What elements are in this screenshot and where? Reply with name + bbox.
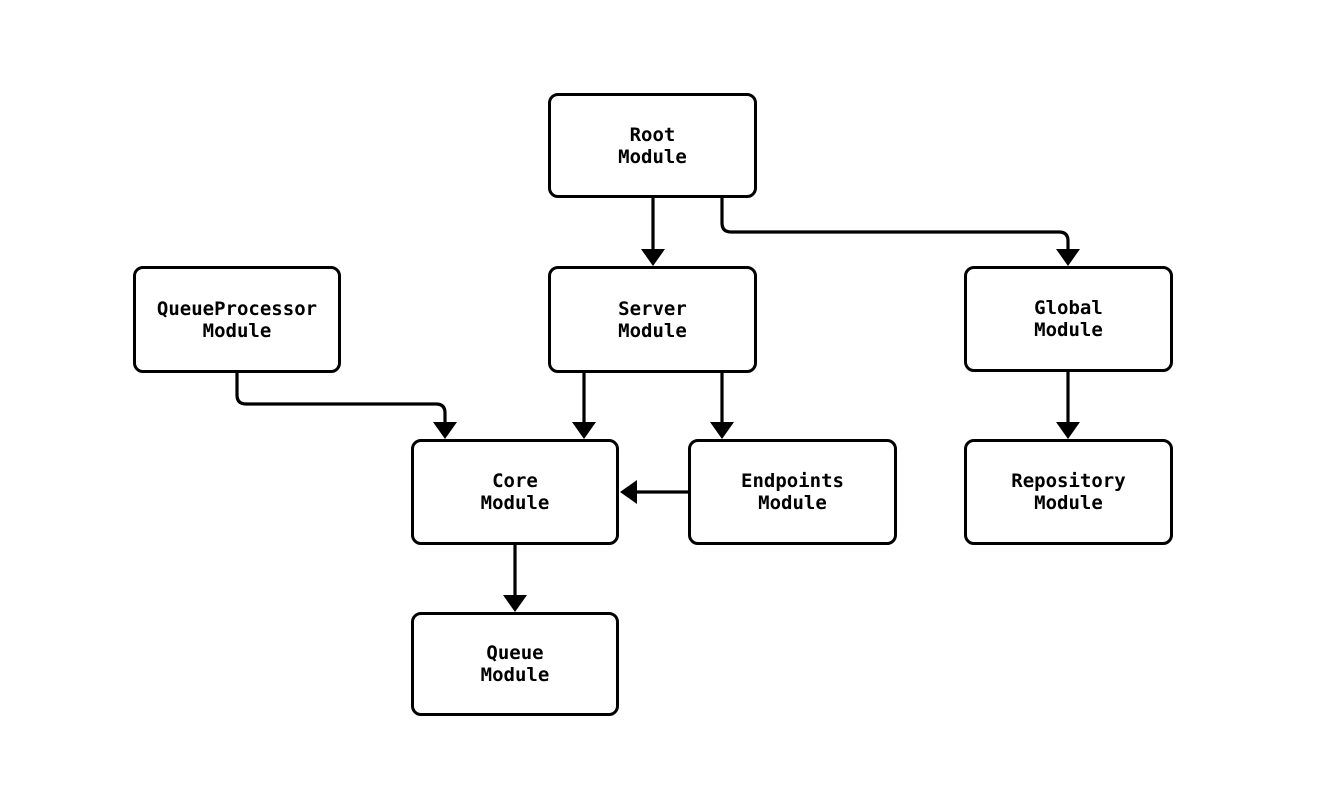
edge-root-to-global <box>720 198 1070 251</box>
node-queueprocessor: QueueProcessor Module <box>133 266 341 373</box>
node-global: Global Module <box>964 266 1173 372</box>
node-server: Server Module <box>548 266 757 373</box>
node-endpoints: Endpoints Module <box>688 439 897 545</box>
node-label-queue: Queue Module <box>480 642 550 686</box>
node-label-queueprocessor: QueueProcessor Module <box>156 297 318 342</box>
node-core: Core Module <box>411 439 619 545</box>
arrowhead-core-to-queue <box>503 595 527 612</box>
node-label-global: Global Module <box>1034 297 1103 341</box>
arrowhead-queueprocessor-to-core <box>433 422 457 439</box>
edge-queueprocessor-to-core <box>235 373 447 424</box>
arrowhead-server-to-endpoints <box>710 422 734 439</box>
node-label-core: Core Module <box>480 470 550 514</box>
arrowhead-root-to-server <box>641 249 665 266</box>
node-repository: Repository Module <box>964 439 1173 545</box>
node-label-repository: Repository Module <box>1011 470 1126 514</box>
node-label-root: Root Module <box>618 123 687 168</box>
arrowhead-root-to-global <box>1056 249 1080 266</box>
arrowhead-global-to-repository <box>1056 422 1080 439</box>
node-queue: Queue Module <box>411 612 619 716</box>
node-label-endpoints: Endpoints Module <box>741 470 844 514</box>
node-root: Root Module <box>548 93 757 198</box>
arrowhead-endpoints-to-core <box>620 480 637 504</box>
arrowhead-server-to-core <box>572 422 596 439</box>
node-label-server: Server Module <box>618 297 687 342</box>
